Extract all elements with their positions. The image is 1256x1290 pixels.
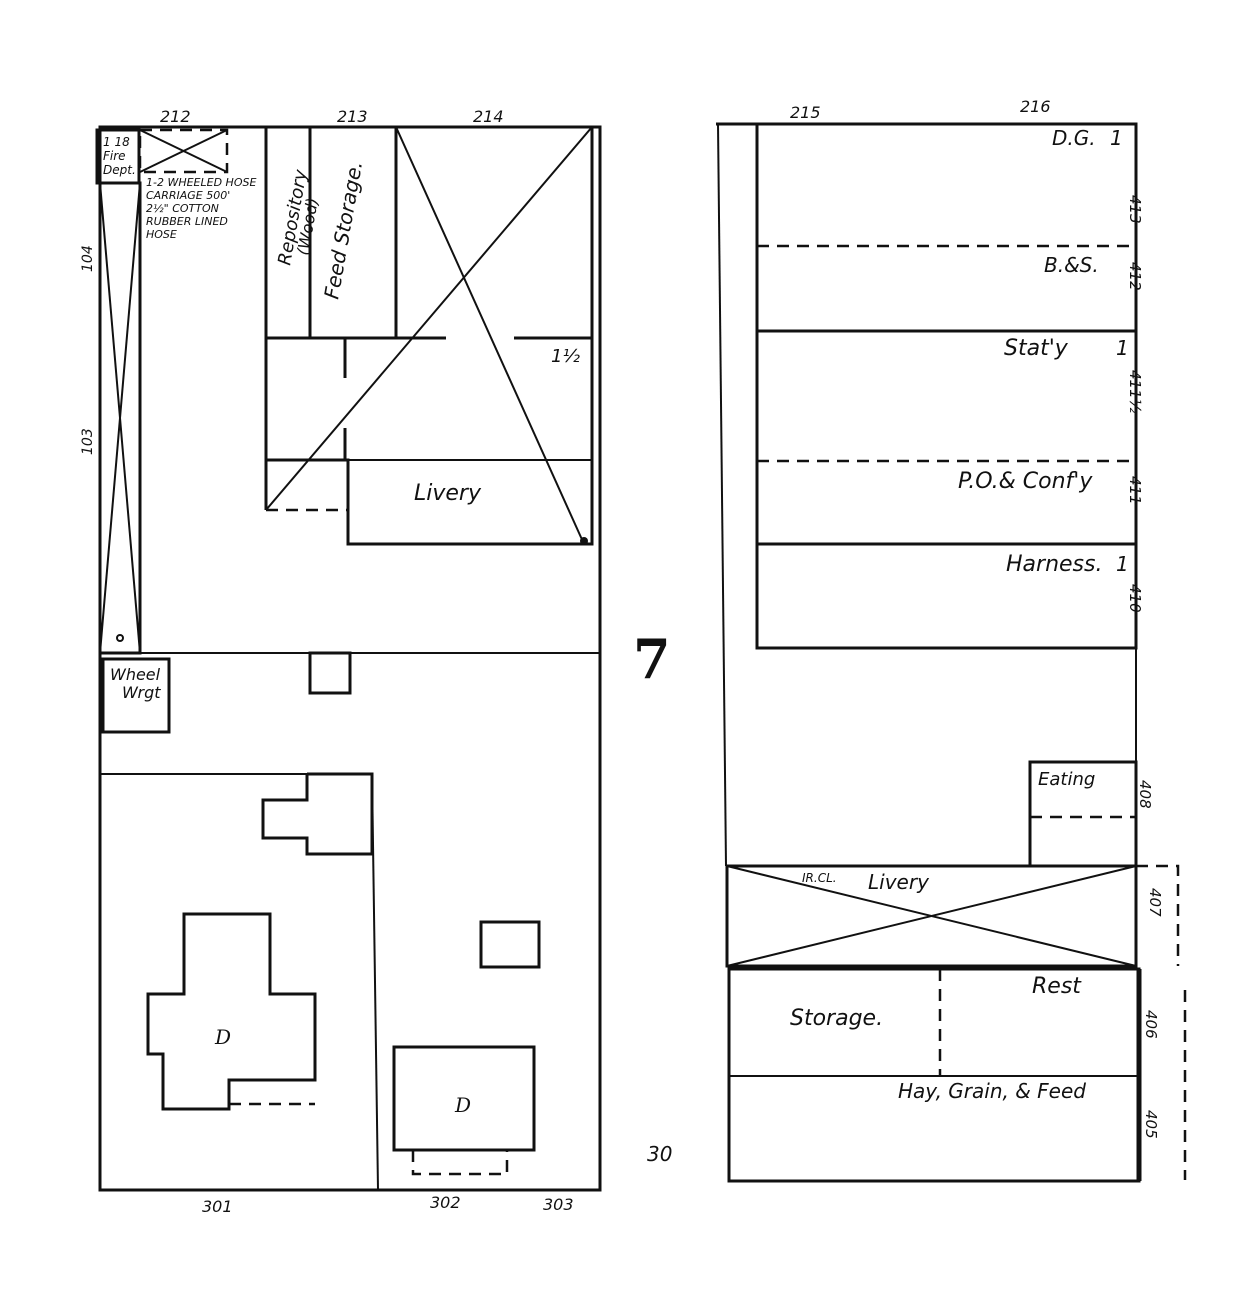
narrow-shed xyxy=(98,181,142,655)
livery-corner-dot xyxy=(580,537,588,545)
fire-dept-label-2: Fire xyxy=(103,149,126,163)
wheelwright-label-1: Wheel xyxy=(110,665,161,684)
wheelwright-label-2: Wrgt xyxy=(122,683,161,702)
right-top-address-216: 216 xyxy=(1020,97,1051,116)
narrow-shed-cross-b xyxy=(99,182,141,654)
address-413: 413 xyxy=(1126,195,1144,224)
livery-stable xyxy=(725,864,1138,968)
fire-note-4: RUBBER LINED xyxy=(146,215,228,228)
fire-note-5: HOSE xyxy=(146,228,177,241)
outbuilding xyxy=(261,772,374,856)
fire-dept-label-3: Dept. xyxy=(103,163,136,177)
fire-note-2: CARRIAGE 500' xyxy=(146,189,230,202)
left-top-address-213: 213 xyxy=(337,107,368,126)
store-staty-label: Stat'y xyxy=(1004,336,1069,361)
fire-dept-label-1: 1 18 xyxy=(103,135,130,149)
dwelling-b-label: D xyxy=(454,1093,471,1117)
story-1-5-label: 1½ xyxy=(551,346,580,367)
left-bottom-address-302: 302 xyxy=(430,1193,461,1212)
address-407: 407 xyxy=(1146,888,1164,917)
fire-note-3: 2½" COTTON xyxy=(146,202,219,215)
small-outbuilding xyxy=(479,920,541,969)
storage-label: Storage. xyxy=(790,1006,883,1031)
rest-label: Rest xyxy=(1032,974,1082,999)
store-bs-label: B.&S. xyxy=(1044,253,1099,277)
right-block: 215 216 D.G. 1 B.&S. Stat'y 1 P.O.& Conf… xyxy=(716,97,1187,1183)
store-po-label: P.O.& Conf'y xyxy=(958,469,1093,494)
left-block: 1 18 Fire Dept. 1-2 WHEELED HOSE CARRIAG… xyxy=(80,107,602,1216)
address-406: 406 xyxy=(1142,1010,1160,1039)
open-shed xyxy=(138,128,229,174)
store-staty-story: 1 xyxy=(1116,336,1129,360)
store-harness-label: Harness. xyxy=(1006,552,1102,577)
feed-storage-label: Feed Storage. xyxy=(319,159,367,301)
livery-cross-b xyxy=(726,865,1137,967)
block-number: 7 xyxy=(633,627,671,691)
left-bottom-address-303: 303 xyxy=(543,1195,574,1214)
eating-label: Eating xyxy=(1038,769,1095,790)
fire-equipment-note: 1-2 WHEELED HOSE CARRIAGE 500' 2½" COTTO… xyxy=(146,176,256,241)
left-top-address-212: 212 xyxy=(160,107,191,126)
sheet-number: 30 xyxy=(647,1142,672,1166)
livery-note: IR.CL. xyxy=(802,871,837,885)
dwelling-b xyxy=(392,1045,536,1152)
address-412: 412 xyxy=(1126,262,1144,291)
livery-dash-extension xyxy=(1136,864,1180,966)
address-411-half: 411½ xyxy=(1126,370,1144,414)
shed-cross-b xyxy=(139,129,228,173)
hay-label: Hay, Grain, & Feed xyxy=(898,1079,1086,1103)
store-dg-label: D.G. xyxy=(1052,126,1096,150)
small-shed xyxy=(308,651,352,695)
fire-note-1: 1-2 WHEELED HOSE xyxy=(146,176,256,189)
narrow-shed-marker xyxy=(116,634,124,642)
livery-barn: Repository (Wood) Feed Storage. Livery 1… xyxy=(264,125,594,546)
address-410: 410 xyxy=(1126,584,1144,613)
livery-diagonal-b xyxy=(395,126,585,545)
livery-label: Livery xyxy=(414,481,482,506)
address-405: 405 xyxy=(1142,1110,1160,1139)
wheelwright-shop xyxy=(101,657,171,734)
store-dg-story: 1 xyxy=(1110,126,1123,150)
right-livery-label: Livery xyxy=(868,870,930,894)
dwelling-a xyxy=(146,912,317,1111)
eating-house xyxy=(1028,760,1138,866)
left-side-address-103: 103 xyxy=(80,428,96,455)
right-top-address-215: 215 xyxy=(790,103,821,122)
address-411: 411 xyxy=(1126,476,1144,505)
left-top-address-214: 214 xyxy=(473,107,504,126)
store-harness-story: 1 xyxy=(1116,552,1129,576)
dwelling-a-label: D xyxy=(214,1025,231,1049)
dwelling-b-porch xyxy=(411,1150,509,1176)
left-bottom-address-301: 301 xyxy=(202,1197,233,1216)
left-side-address-104: 104 xyxy=(80,245,96,272)
address-408: 408 xyxy=(1136,780,1154,809)
livery-diagonal-a xyxy=(265,126,593,511)
right-block-left-edge xyxy=(717,123,727,867)
